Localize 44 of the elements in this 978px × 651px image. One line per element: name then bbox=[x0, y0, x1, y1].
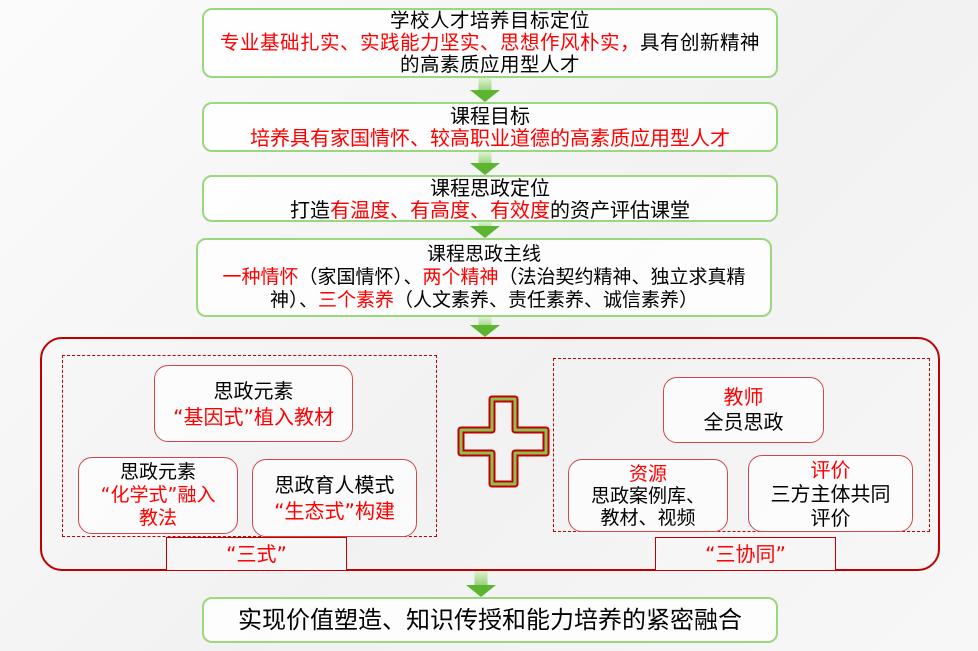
heading-text: 评价 bbox=[810, 458, 850, 482]
body-text: 全员思政 bbox=[704, 410, 784, 435]
body-text: 一种情怀（家国情怀）、两个精神（法治契约精神、独立求真精神）、三个素养（人文素养、责任素养、诚信素养） bbox=[222, 266, 746, 312]
label-text: “三式” bbox=[226, 542, 287, 566]
body-text: 打造有温度、有高度、有效度的资产评估课堂 bbox=[290, 198, 690, 220]
process-box bbox=[202, 102, 778, 152]
heading-text: 课程思政主线 bbox=[427, 243, 541, 266]
heading-text: 课程思政定位 bbox=[430, 176, 550, 198]
group-frame bbox=[40, 337, 940, 571]
heading-text: 思政元素 bbox=[120, 461, 196, 484]
label-text: 实现价值塑造、知识传授和能力培养的紧密融合 bbox=[238, 606, 742, 634]
group-label-box bbox=[655, 537, 836, 571]
process-box bbox=[196, 238, 772, 317]
group-label-box bbox=[166, 537, 347, 571]
label-text: “三协同” bbox=[705, 542, 786, 566]
arrow bbox=[466, 571, 496, 597]
process-box bbox=[202, 597, 778, 643]
body-text: 专业基础扎实、实践能力坚实、思想作风朴实，具有创新精神的高素质应用型人才 bbox=[219, 32, 761, 76]
body-text: 思政案例库、教材、视频 bbox=[590, 484, 706, 528]
body-text: “化学式”融入教法 bbox=[100, 484, 216, 530]
arrow bbox=[470, 152, 500, 175]
process-box bbox=[202, 8, 778, 78]
dashed-group-frame bbox=[553, 358, 930, 532]
body-text: 培养具有家国情怀、较高职业道德的高素质应用型人才 bbox=[250, 127, 730, 149]
heading-text: 资源 bbox=[629, 462, 667, 484]
content-box bbox=[154, 365, 353, 442]
arrow bbox=[470, 317, 500, 337]
content-box bbox=[663, 377, 824, 443]
body-text: “基因式”植入教材 bbox=[173, 404, 334, 430]
heading-text: 课程目标 bbox=[450, 105, 530, 127]
content-box bbox=[568, 459, 728, 532]
content-box bbox=[748, 455, 913, 532]
body-text: “生态式”构建 bbox=[274, 498, 395, 524]
heading-text: 教师 bbox=[724, 385, 764, 410]
dashed-group-frame bbox=[62, 355, 437, 537]
process-box bbox=[202, 175, 778, 222]
heading-text: 学校人才培养目标定位 bbox=[390, 10, 590, 32]
arrow bbox=[470, 222, 500, 238]
content-box bbox=[78, 457, 238, 534]
arrow bbox=[470, 78, 500, 102]
heading-text: 思政育人模式 bbox=[274, 472, 394, 498]
body-text: 三方主体共同评价 bbox=[770, 482, 892, 530]
heading-text: 思政元素 bbox=[214, 378, 294, 404]
content-box bbox=[252, 459, 417, 537]
